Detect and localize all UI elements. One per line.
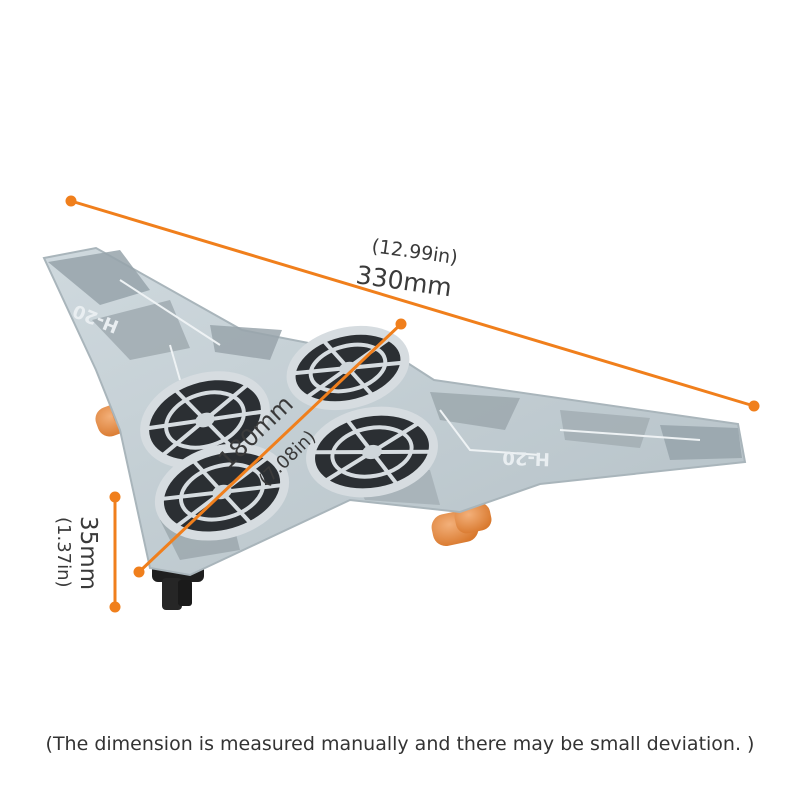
measurement-disclaimer: (The dimension is measured manually and … [45, 733, 755, 755]
propeller-guard-rear-right [306, 406, 438, 498]
height-metric-label: 35mm [75, 516, 101, 590]
height-imperial-label: (1.37in) [53, 517, 74, 588]
height-dimension-line [109, 491, 121, 613]
right-wing-marking: H-20 [502, 447, 550, 470]
wingspan-dimension-line [65, 195, 760, 412]
diagonal-dimension-line [133, 318, 407, 578]
